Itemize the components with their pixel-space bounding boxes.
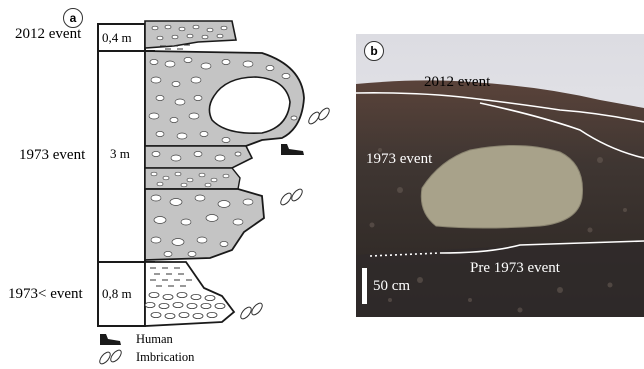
legend-label-imbrication: Imbrication [136,350,194,365]
panel-b-letter: b [364,41,384,61]
photo-label-1973: 1973 event [366,151,432,168]
event-label-2012: 2012 event [15,26,81,43]
scale-bar-label: 50 cm [373,278,410,295]
photo-label-2012: 2012 event [424,74,490,91]
thickness-label-1973: 3 m [110,146,130,162]
imbrication-icon [98,348,123,365]
panel-a-letter: a [63,8,83,28]
thickness-label-2012: 0,4 m [102,30,132,46]
layer-1973-middle-lobe [145,146,252,168]
legend-label-human: Human [136,332,173,347]
imbrication-icon [279,187,304,206]
human-icon [281,144,304,155]
imbrication-icon [239,301,264,320]
scale-bar [362,268,367,304]
imbrication-icon [307,106,331,125]
column-frame [98,24,145,326]
human-icon [100,334,121,345]
event-label-pre-1973: 1973< event [8,286,83,303]
event-label-1973: 1973 event [19,147,85,164]
thickness-label-pre-1973: 0,8 m [102,286,132,302]
photo-label-pre-1973: Pre 1973 event [470,260,560,277]
